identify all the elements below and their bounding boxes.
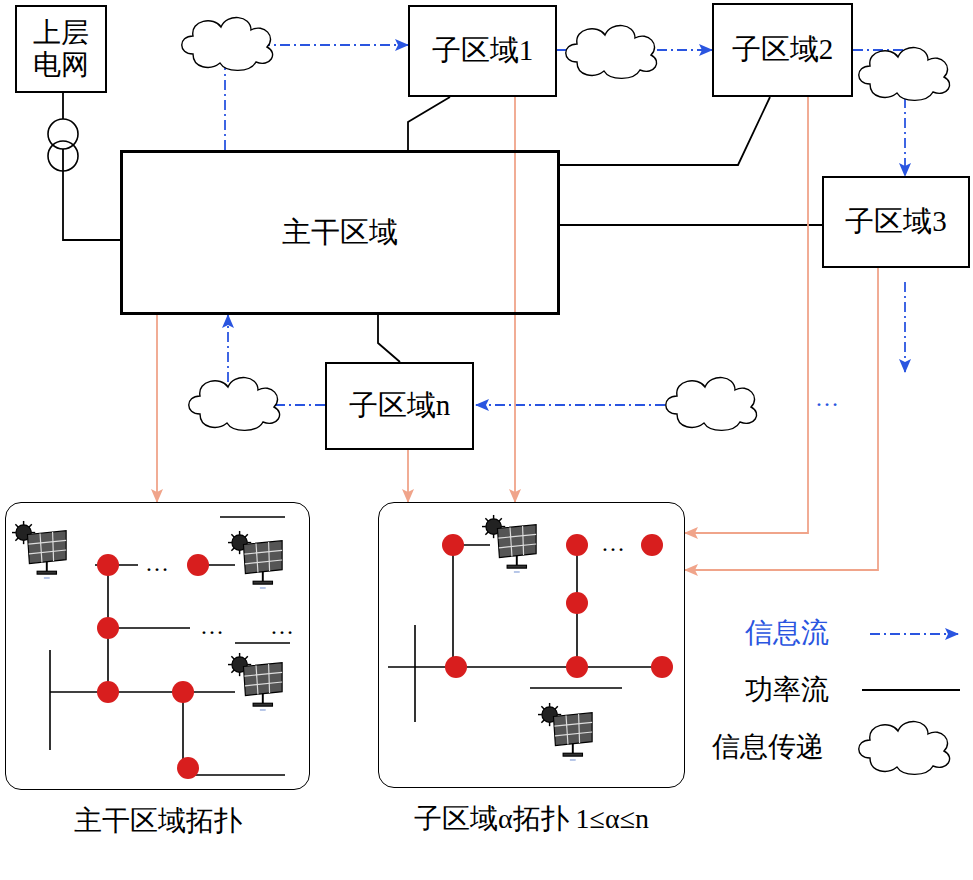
topology-panel: 子区域α拓扑 1≤α≤n: [378, 502, 685, 788]
line-shape: [49, 650, 51, 750]
circle-shape: [48, 141, 78, 171]
power-line: [408, 97, 450, 150]
legend-text: 信息传递: [712, 733, 824, 761]
circle-shape: [566, 534, 588, 556]
box-label: 子区域3: [845, 205, 947, 238]
circle-shape: [187, 554, 209, 576]
line-shape: [476, 404, 665, 406]
power-line: [560, 97, 770, 165]
legend-text: 功率流: [745, 676, 829, 704]
use-shape: [538, 703, 592, 760]
ellipsis-label: …: [815, 386, 839, 410]
use-shape: [482, 515, 536, 572]
box-label: 子区域1: [432, 34, 534, 67]
use-shape: [666, 378, 757, 431]
line-shape: [870, 633, 958, 635]
line-shape: [183, 774, 285, 776]
grid-box: 上层 电网: [15, 5, 107, 93]
power-line: [63, 93, 120, 240]
circle-shape: [641, 534, 663, 556]
panel-title: 主干区域拓扑: [74, 803, 242, 839]
line-shape: [530, 687, 622, 689]
circle-shape: [651, 656, 673, 678]
circle-shape: [445, 656, 467, 678]
bus-nodes: [442, 534, 673, 678]
subregion-box: 子区域3: [822, 176, 970, 268]
transformer-symbol: [48, 119, 78, 171]
info-flow-stub: [476, 282, 958, 634]
use-shape: [859, 48, 950, 101]
box-label: 主干区域: [282, 216, 398, 249]
panel-title: 子区域α拓扑 1≤α≤n: [412, 801, 652, 837]
circle-shape: [566, 656, 588, 678]
use-shape: [228, 653, 282, 710]
topology-arrow: [685, 97, 808, 533]
circle-shape: [97, 554, 119, 576]
line-shape: [452, 545, 454, 667]
topology-arrow: [407, 450, 409, 502]
line-shape: [182, 692, 184, 768]
topology-arrow: [156, 315, 158, 502]
box-label: 子区域n: [349, 389, 451, 422]
circle-shape: [172, 681, 194, 703]
line-shape: [904, 282, 906, 372]
power-line: [378, 315, 400, 362]
box-label: 子区域2: [732, 33, 834, 66]
main-topology: [50, 517, 290, 775]
line-shape: [108, 627, 190, 629]
line-shape: [220, 516, 285, 518]
line-shape: [414, 625, 416, 722]
circle-shape: [97, 617, 119, 639]
topology-arrow: [514, 97, 516, 502]
box-label: 上层 电网: [17, 17, 105, 81]
use-shape: [189, 378, 280, 431]
circle-shape: [566, 592, 588, 614]
subregion-box: 子区域n: [325, 362, 474, 450]
ellipsis-label: …: [145, 551, 169, 575]
use-shape: [859, 722, 950, 775]
backbone-box: 主干区域: [120, 150, 560, 315]
circle-shape: [177, 757, 199, 779]
legend-power-line: [862, 689, 960, 691]
use-shape: [228, 531, 282, 588]
sub-topology: [388, 545, 662, 722]
line-shape: [235, 642, 290, 644]
subregion-box: 子区域1: [408, 5, 557, 97]
use-shape: [12, 521, 66, 578]
use-shape: [566, 26, 657, 79]
line-shape: [50, 691, 235, 693]
use-shape: [182, 18, 273, 71]
ellipsis-label: …: [270, 614, 294, 638]
ellipsis-label: …: [200, 614, 224, 638]
bus-nodes: [97, 554, 209, 779]
circle-shape: [97, 681, 119, 703]
ellipsis-label: …: [601, 531, 625, 555]
legend-text: 信息流: [745, 619, 829, 647]
topology-panel: 主干区域拓扑: [5, 502, 310, 790]
subregion-box: 子区域2: [712, 3, 853, 97]
line-shape: [388, 666, 662, 668]
power-line: [560, 224, 822, 226]
circle-shape: [442, 534, 464, 556]
